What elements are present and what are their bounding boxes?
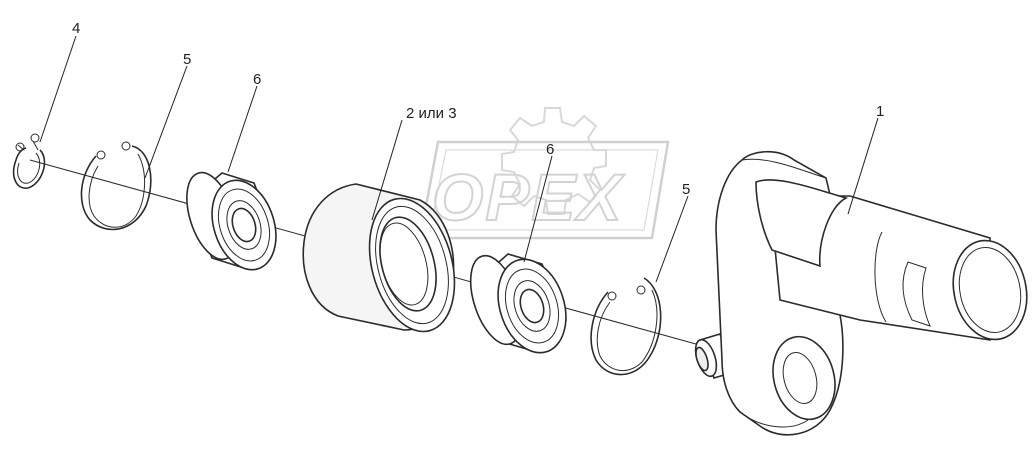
callout-2-or-3: 2 или 3 bbox=[406, 105, 457, 122]
circlip-outer bbox=[80, 145, 152, 231]
shaft-step bbox=[874, 231, 887, 323]
snap-ring-hole-right bbox=[30, 133, 40, 143]
circlip-hole-left bbox=[96, 150, 106, 160]
circlip-inner bbox=[88, 153, 146, 228]
part-6-bearing-left bbox=[186, 171, 277, 271]
leader-line-5-left bbox=[144, 65, 188, 179]
shaft-groove bbox=[902, 261, 931, 327]
snap-ring-outer bbox=[12, 147, 46, 189]
callout-4: 4 bbox=[72, 20, 80, 37]
part-5-circlip-right bbox=[590, 277, 662, 376]
callout-5-right: 5 bbox=[682, 181, 690, 198]
circlip-outer bbox=[590, 277, 662, 376]
leader-line-5-right bbox=[655, 195, 689, 283]
lever-hole bbox=[782, 352, 818, 404]
leader-line-6-right bbox=[523, 155, 553, 263]
roller-bore-inner bbox=[379, 222, 429, 306]
callout-1: 1 bbox=[876, 103, 884, 120]
bearing-inner-race bbox=[513, 280, 551, 332]
circlip-hole-right bbox=[636, 285, 646, 295]
shaft-body bbox=[769, 195, 991, 341]
callout-6-left: 6 bbox=[253, 71, 261, 88]
snap-ring-ears bbox=[17, 140, 39, 151]
watermark-badge-inner bbox=[429, 149, 659, 231]
bearing-bore bbox=[231, 207, 257, 243]
callout-5-left: 5 bbox=[183, 51, 191, 68]
lever-bottom-edge bbox=[739, 411, 809, 428]
bearing-outer-race bbox=[217, 188, 271, 262]
circlip-inner bbox=[596, 289, 658, 371]
part-2-or-3-roller bbox=[302, 183, 456, 333]
snap-ring-hole-left bbox=[15, 142, 25, 152]
leader-lines bbox=[39, 35, 879, 283]
watermark-gear-icon bbox=[501, 107, 607, 215]
bearing-bore bbox=[519, 288, 545, 324]
callout-labels: 4 5 6 2 или 3 6 5 1 bbox=[72, 20, 884, 198]
leader-line-6-left bbox=[227, 85, 258, 173]
part-4-snap-ring bbox=[12, 133, 46, 189]
pin-end-inner bbox=[695, 346, 709, 372]
watermark-logo: OPEX bbox=[418, 107, 670, 240]
callout-6-right: 6 bbox=[546, 141, 554, 158]
part-1-lever-shaft bbox=[694, 150, 1028, 436]
snap-ring-inner bbox=[17, 152, 41, 184]
part-6-bearing-right bbox=[469, 253, 567, 354]
circlip-hole-left bbox=[607, 291, 617, 301]
bearing-outer-race bbox=[504, 268, 560, 344]
watermark-text: OPEX bbox=[432, 160, 625, 234]
shaft-collar bbox=[755, 179, 849, 268]
shaft-end-face bbox=[952, 239, 1028, 341]
leader-line-4 bbox=[39, 35, 77, 143]
lever-top-edge bbox=[741, 158, 827, 179]
roller-front-chamfer bbox=[375, 205, 449, 325]
leader-line-1 bbox=[847, 117, 879, 215]
part-5-circlip-left bbox=[80, 141, 152, 231]
lever-boss bbox=[772, 335, 836, 421]
shaft-end-chamfer bbox=[958, 246, 1022, 334]
circlip-hole-right bbox=[121, 141, 131, 151]
bearing-inner-race bbox=[226, 200, 262, 250]
leader-line-2-or-3 bbox=[371, 119, 403, 221]
